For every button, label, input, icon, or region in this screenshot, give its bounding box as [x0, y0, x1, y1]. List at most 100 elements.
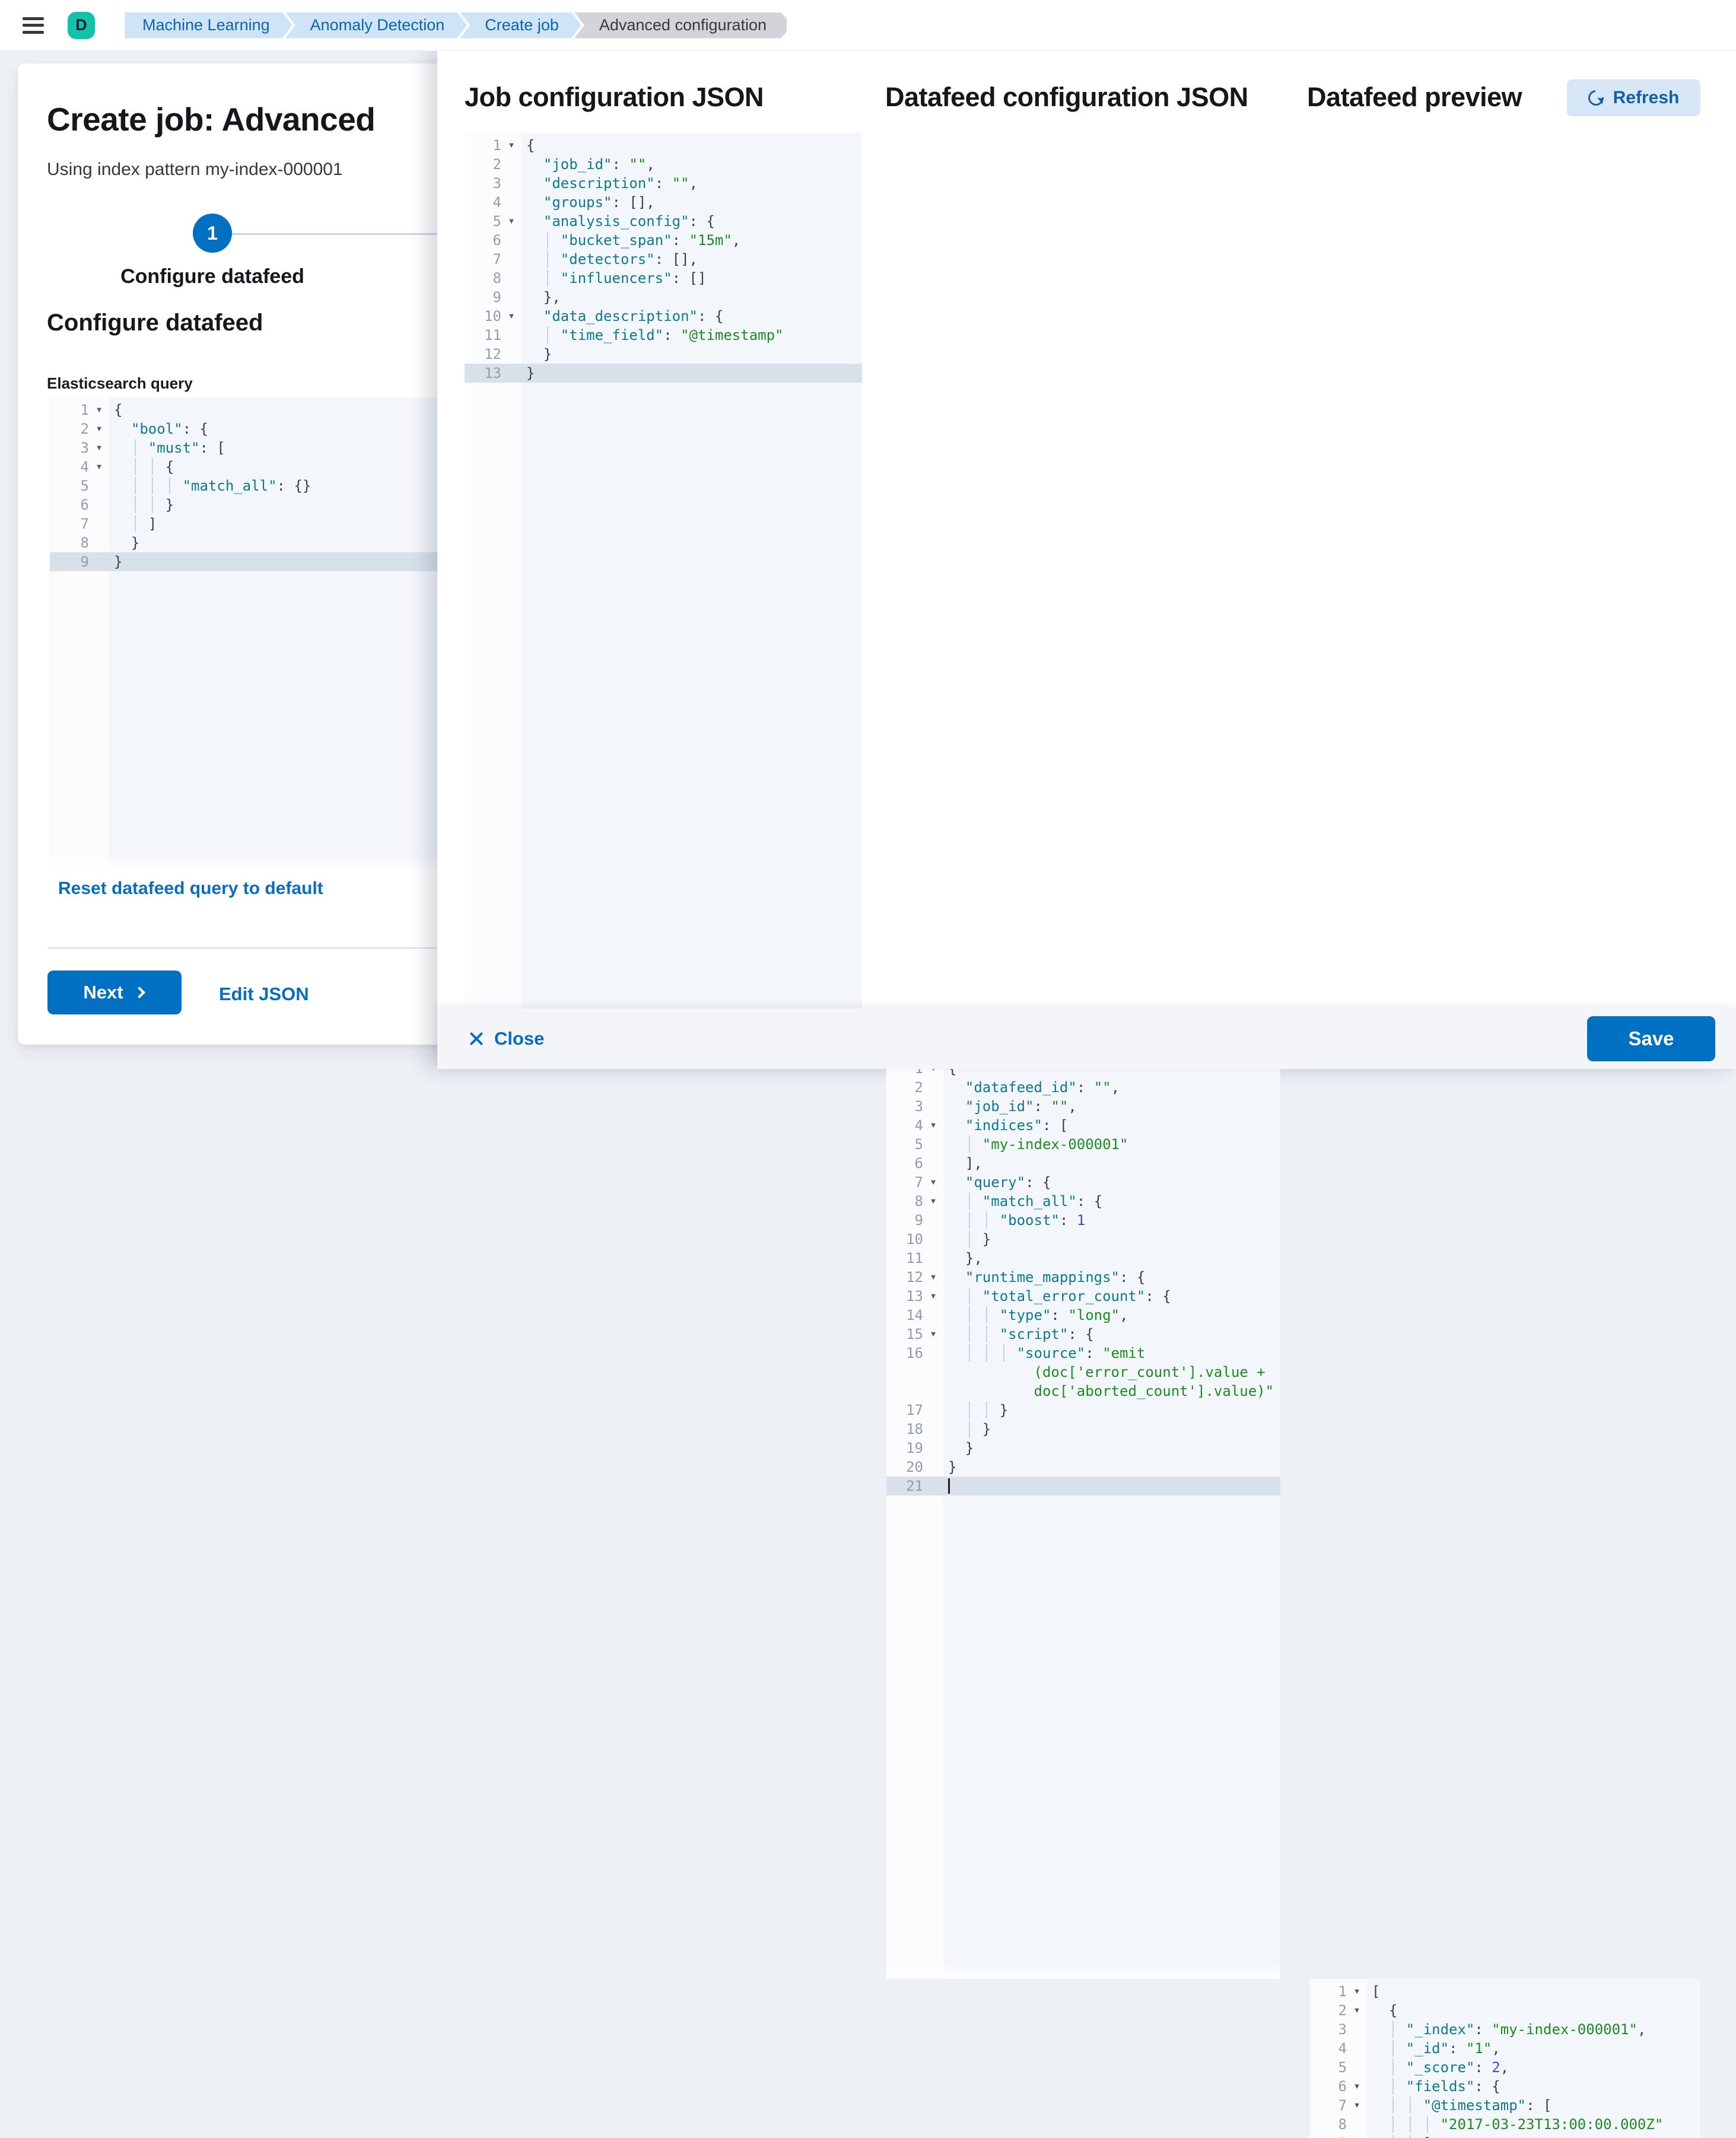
- code-text[interactable]: │ "_index": "my-index-000001",: [1372, 2021, 1646, 2038]
- fold-toggle-icon[interactable]: ▼: [929, 1197, 937, 1205]
- code-text[interactable]: │ ]: [114, 516, 157, 532]
- code-line[interactable]: doc['aborted_count'].value)": [886, 1382, 1280, 1401]
- code-text[interactable]: doc['aborted_count'].value)": [1034, 1383, 1274, 1399]
- code-line[interactable]: 18 │ }: [886, 1420, 1280, 1439]
- code-text[interactable]: "job_id": "",: [965, 1098, 1077, 1115]
- code-line[interactable]: 3 │ "_index": "my-index-000001",: [1310, 2020, 1700, 2039]
- code-line[interactable]: 5 │ "_score": 2,: [1310, 2058, 1700, 2077]
- fold-toggle-icon[interactable]: ▼: [95, 462, 103, 471]
- code-line[interactable]: 9 },: [465, 288, 862, 307]
- code-line[interactable]: 13}: [465, 364, 862, 383]
- code-line[interactable]: 11 │ "time_field": "@timestamp": [465, 326, 862, 345]
- save-button[interactable]: Save: [1587, 1016, 1715, 1061]
- code-text[interactable]: │ "total_error_count": {: [948, 1288, 1171, 1305]
- code-line[interactable]: 13▼ │ "total_error_count": {: [886, 1287, 1280, 1306]
- reset-datafeed-query-link[interactable]: Reset datafeed query to default: [58, 879, 323, 898]
- code-line[interactable]: (doc['error_count'].value +: [886, 1363, 1280, 1382]
- code-line[interactable]: 7 │ "detectors": [],: [465, 250, 862, 269]
- code-line[interactable]: 4▼ "indices": [: [886, 1116, 1280, 1135]
- step-1-indicator[interactable]: 1: [193, 214, 232, 253]
- fold-toggle-icon[interactable]: ▼: [1353, 2006, 1361, 2015]
- code-text[interactable]: }: [948, 1459, 957, 1475]
- datafeed-configuration-json-editor[interactable]: 1▼{2 "datafeed_id": "",3 "job_id": "",4▼…: [886, 1056, 1280, 1979]
- code-line[interactable]: 2▼ {: [1310, 2001, 1700, 2020]
- code-text[interactable]: │ "must": [: [114, 440, 225, 456]
- fold-toggle-icon[interactable]: ▼: [1353, 2101, 1361, 2110]
- code-text[interactable]: │ "fields": {: [1372, 2078, 1500, 2095]
- code-line[interactable]: 10▼ "data_description": {: [465, 307, 862, 326]
- code-line[interactable]: 2 "job_id": "",: [465, 155, 862, 174]
- code-text[interactable]: {: [1388, 2002, 1398, 2019]
- fold-toggle-icon[interactable]: ▼: [95, 443, 103, 452]
- code-text[interactable]: "runtime_mappings": {: [965, 1269, 1146, 1286]
- code-line[interactable]: 15▼ │ │ "script": {: [886, 1325, 1280, 1344]
- code-line[interactable]: 7 │ ]: [50, 514, 451, 533]
- code-text[interactable]: │ │ "@timestamp": [: [1372, 2097, 1552, 2114]
- fold-toggle-icon[interactable]: ▼: [95, 405, 103, 414]
- code-text[interactable]: "query": {: [965, 1174, 1051, 1191]
- code-line[interactable]: 2▼ "bool": {: [50, 419, 451, 438]
- code-line[interactable]: 9 │ │ ]: [1310, 2134, 1700, 2138]
- code-line[interactable]: 7▼ "query": {: [886, 1173, 1280, 1192]
- code-line[interactable]: 9}: [50, 552, 451, 571]
- code-line[interactable]: 8 }: [50, 533, 451, 552]
- code-line[interactable]: 14 │ │ "type": "long",: [886, 1306, 1280, 1325]
- code-line[interactable]: 6 ],: [886, 1154, 1280, 1173]
- code-text[interactable]: │ │ ]: [1367, 2134, 1700, 2138]
- job-configuration-json-editor[interactable]: 1▼{2 "job_id": "",3 "description": "",4 …: [465, 133, 862, 1056]
- code-line[interactable]: 8 │ "influencers": []: [465, 269, 862, 288]
- code-text[interactable]: }: [965, 1440, 974, 1456]
- code-text[interactable]: "indices": [: [965, 1117, 1069, 1134]
- code-text[interactable]: │ │ │ "2017-03-23T13:00:00.000Z": [1372, 2116, 1664, 2133]
- breadcrumb-create-job[interactable]: Create job: [460, 12, 581, 39]
- refresh-button[interactable]: Refresh: [1567, 79, 1700, 116]
- code-text[interactable]: │ }: [948, 1421, 991, 1437]
- code-text[interactable]: "data_description": {: [543, 308, 724, 324]
- fold-toggle-icon[interactable]: ▼: [507, 141, 516, 149]
- code-line[interactable]: 21: [886, 1477, 1280, 1496]
- code-text[interactable]: │ │ "type": "long",: [948, 1307, 1128, 1323]
- code-line[interactable]: 9 │ │ "boost": 1: [886, 1211, 1280, 1230]
- fold-toggle-icon[interactable]: ▼: [507, 217, 516, 225]
- code-text[interactable]: │ │ │ "source": "emit: [948, 1345, 1146, 1361]
- code-text[interactable]: │ "detectors": [],: [526, 251, 698, 268]
- code-line[interactable]: 6▼ │ "fields": {: [1310, 2077, 1700, 2096]
- code-text[interactable]: }: [543, 346, 552, 362]
- code-line[interactable]: 1▼[: [1310, 1982, 1700, 2001]
- code-line[interactable]: 3▼ │ "must": [: [50, 438, 451, 457]
- code-line[interactable]: 1▼{: [465, 136, 862, 155]
- code-line[interactable]: 4 │ "_id": "1",: [1310, 2039, 1700, 2058]
- code-line[interactable]: 11 },: [886, 1249, 1280, 1268]
- code-text[interactable]: │ │ }: [948, 1402, 1009, 1418]
- code-line[interactable]: 1▼{: [50, 400, 451, 419]
- code-line[interactable]: 4 "groups": [],: [465, 193, 862, 212]
- breadcrumb-machine-learning[interactable]: Machine Learning: [125, 12, 292, 39]
- fold-toggle-icon[interactable]: ▼: [95, 424, 103, 433]
- code-line[interactable]: 10 │ }: [886, 1230, 1280, 1249]
- code-text[interactable]: "job_id": "",: [543, 156, 655, 173]
- code-line[interactable]: 5 │ │ │ "match_all": {}: [50, 476, 451, 495]
- code-text[interactable]: },: [543, 289, 561, 306]
- code-text[interactable]: │ "influencers": []: [526, 270, 707, 287]
- code-line[interactable]: 12 }: [465, 345, 862, 364]
- code-line[interactable]: 16 │ │ │ "source": "emit: [886, 1344, 1280, 1363]
- code-text[interactable]: │ }: [948, 1231, 991, 1248]
- code-line[interactable]: 7▼ │ │ "@timestamp": [: [1310, 2096, 1700, 2115]
- code-text[interactable]: │ "bucket_span": "15m",: [526, 232, 741, 249]
- code-text[interactable]: ],: [965, 1155, 983, 1172]
- code-line[interactable]: 12▼ "runtime_mappings": {: [886, 1268, 1280, 1287]
- code-text[interactable]: "analysis_config": {: [543, 213, 715, 230]
- avatar[interactable]: D: [68, 11, 95, 39]
- code-line[interactable]: 17 │ │ }: [886, 1401, 1280, 1420]
- edit-json-link[interactable]: Edit JSON: [219, 984, 309, 1004]
- code-text[interactable]: "datafeed_id": "",: [965, 1079, 1120, 1096]
- code-line[interactable]: 8 │ │ │ "2017-03-23T13:00:00.000Z": [1310, 2115, 1700, 2134]
- code-line[interactable]: 2 "datafeed_id": "",: [886, 1078, 1280, 1097]
- code-line[interactable]: 19 }: [886, 1439, 1280, 1458]
- fold-toggle-icon[interactable]: ▼: [929, 1272, 937, 1281]
- code-text[interactable]: │ "_score": 2,: [1372, 2059, 1509, 2076]
- code-line[interactable]: 8▼ │ "match_all": {: [886, 1192, 1280, 1211]
- code-line[interactable]: 6 │ │ }: [50, 495, 451, 514]
- code-line[interactable]: 5 │ "my-index-000001": [886, 1135, 1280, 1154]
- code-text[interactable]: {: [114, 402, 123, 418]
